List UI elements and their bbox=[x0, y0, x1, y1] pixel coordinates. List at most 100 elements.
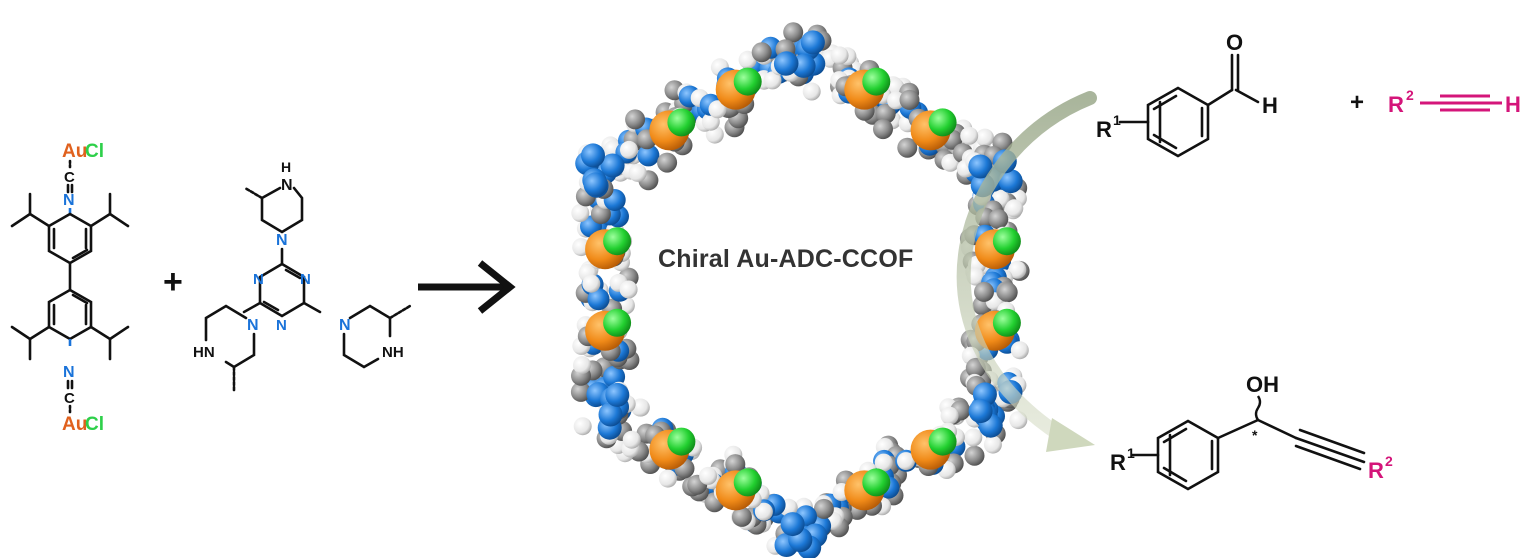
framework-label: Chiral Au-ADC-CCOF bbox=[658, 245, 914, 273]
cl-atom-sphere bbox=[733, 67, 762, 96]
c-bottom-label: C bbox=[64, 390, 75, 407]
h-atom-sphere bbox=[754, 502, 773, 521]
propargylic-alcohol-product: R 1 OH * R 2 bbox=[1110, 372, 1393, 491]
r2-product-sup: 2 bbox=[1385, 453, 1393, 469]
h-atom-sphere bbox=[975, 128, 994, 147]
cl-atom-sphere bbox=[928, 427, 957, 456]
h-atom-sphere bbox=[874, 453, 893, 472]
r2-product: R bbox=[1368, 458, 1384, 483]
aldehyde-h: H bbox=[1262, 93, 1278, 118]
catalysis-curve-arrow bbox=[956, 91, 1097, 452]
h-atom-sphere bbox=[1009, 411, 1028, 430]
n-atom-sphere bbox=[637, 144, 660, 167]
plus-sign-1: + bbox=[163, 263, 183, 301]
h-atom-sphere bbox=[1010, 341, 1029, 360]
c-atom-sphere bbox=[751, 42, 772, 63]
h-atom-sphere bbox=[573, 417, 592, 436]
n-atom-sphere bbox=[583, 172, 608, 197]
h-atom-sphere bbox=[738, 50, 757, 69]
r1-bottom-sup: 1 bbox=[1127, 445, 1135, 461]
r1-top: R bbox=[1096, 117, 1112, 142]
c-atom-sphere bbox=[974, 281, 994, 302]
h-atom-sphere bbox=[1005, 199, 1024, 218]
n-top-label: N bbox=[63, 192, 75, 209]
n-atom-sphere bbox=[598, 402, 623, 427]
reactant-triazine-piperazine: N H N N N N N HN N NH bbox=[193, 159, 412, 392]
c-atom-sphere bbox=[997, 282, 1018, 303]
hn-left: HN bbox=[193, 344, 215, 361]
n-atom-sphere bbox=[587, 288, 610, 311]
c-atom-sphere bbox=[731, 506, 752, 527]
cl-atom-sphere bbox=[603, 308, 632, 337]
r1-top-sup: 1 bbox=[1113, 112, 1121, 128]
n-atom-sphere bbox=[968, 399, 993, 424]
c-atom-sphere bbox=[873, 119, 893, 140]
n-bottom-label: N bbox=[63, 364, 75, 381]
h-atom-sphere bbox=[1008, 260, 1027, 279]
c-atom-sphere bbox=[590, 204, 611, 224]
h-atom-sphere bbox=[582, 274, 601, 293]
h-atom-sphere bbox=[897, 452, 915, 471]
cl-atom-sphere bbox=[992, 308, 1021, 337]
product-oh: OH bbox=[1246, 372, 1279, 397]
c-atom-sphere bbox=[570, 381, 591, 402]
au-top-label: Au bbox=[62, 141, 87, 162]
h-atom-sphere bbox=[573, 356, 591, 375]
n-atom-sphere bbox=[780, 512, 805, 537]
h-atom-sphere bbox=[708, 100, 727, 119]
triazine-n-2: N bbox=[253, 271, 264, 288]
c-atom-sphere bbox=[875, 103, 896, 124]
cl-atom-sphere bbox=[928, 108, 957, 137]
aldehyde-reactant: O H R 1 bbox=[1096, 30, 1278, 158]
triazine-n-1: N bbox=[300, 271, 311, 288]
h-atom-sphere bbox=[940, 406, 959, 425]
product-stereo-star: * bbox=[1252, 427, 1258, 443]
h-atom-sphere bbox=[631, 398, 650, 417]
n-atom-sphere bbox=[605, 382, 630, 407]
c-atom-sphere bbox=[625, 109, 646, 130]
h-atom-sphere bbox=[622, 430, 641, 449]
h-atom-sphere bbox=[830, 46, 849, 65]
h-atom-sphere bbox=[699, 466, 718, 485]
cl-top-label: Cl bbox=[85, 141, 104, 162]
n-atom-sphere bbox=[968, 154, 993, 179]
h-atom-sphere bbox=[571, 204, 590, 222]
cl-bottom-label: Cl bbox=[85, 414, 104, 435]
n-atom-sphere bbox=[581, 143, 605, 168]
r2-alkyne: R bbox=[1388, 92, 1404, 117]
nh-right: NH bbox=[382, 344, 404, 361]
c-atom-sphere bbox=[813, 498, 834, 519]
r1-bottom: R bbox=[1110, 450, 1126, 475]
aldehyde-o: O bbox=[1226, 30, 1243, 55]
cl-atom-sphere bbox=[733, 468, 762, 497]
c-top-label: C bbox=[64, 169, 75, 186]
n-pip-right: N bbox=[339, 317, 351, 334]
reaction-arrow bbox=[418, 260, 516, 314]
h-atom-sphere bbox=[802, 82, 821, 101]
cl-atom-sphere bbox=[862, 468, 891, 497]
h-atom-sphere bbox=[628, 163, 647, 182]
nh-top-n: N bbox=[281, 177, 293, 194]
h-atom-sphere bbox=[763, 71, 782, 90]
c-atom-sphere bbox=[897, 137, 918, 158]
h-atom-sphere bbox=[658, 469, 677, 488]
au-bottom-label: Au bbox=[62, 414, 87, 435]
n-atom-sphere bbox=[998, 169, 1023, 194]
alkyne-reactant: R 2 H bbox=[1388, 87, 1521, 117]
cl-atom-sphere bbox=[667, 108, 696, 137]
cl-atom-sphere bbox=[667, 427, 696, 456]
n-atom-sphere bbox=[600, 153, 625, 178]
plus-sign-2: + bbox=[1350, 89, 1364, 116]
nh-top-h: H bbox=[281, 159, 291, 175]
c-atom-sphere bbox=[657, 152, 678, 173]
n-atom-sphere bbox=[800, 30, 825, 55]
r2-alkyne-sup: 2 bbox=[1406, 87, 1414, 103]
c-atom-sphere bbox=[783, 22, 804, 43]
h-atom-sphere bbox=[966, 267, 985, 286]
c-atom-sphere bbox=[988, 209, 1009, 230]
h-atom-sphere bbox=[964, 428, 983, 447]
c-atom-sphere bbox=[725, 454, 746, 475]
h-atom-sphere bbox=[620, 140, 638, 159]
cl-atom-sphere bbox=[992, 227, 1021, 256]
